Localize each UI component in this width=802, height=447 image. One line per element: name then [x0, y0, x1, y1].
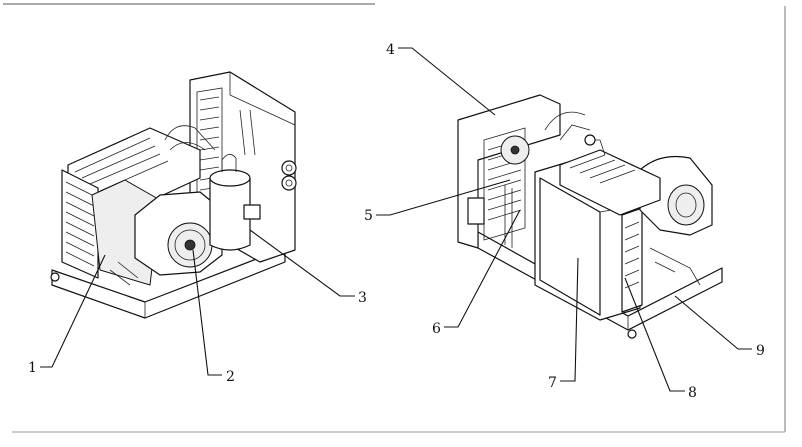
callout-label-3: 3 [358, 290, 367, 306]
right-side-coil [621, 207, 643, 313]
callout-label-4: 4 [386, 42, 395, 58]
callout-label-2: 2 [226, 369, 235, 385]
leader-line-9 [674, 295, 752, 350]
figure-frame [3, 3, 786, 433]
callout-label-9: 9 [756, 343, 765, 359]
leader-line-6 [444, 209, 521, 328]
callout-label-8: 8 [688, 385, 697, 401]
leader-line-1 [40, 254, 106, 368]
right-front-panel [539, 177, 601, 316]
left-evaporator-coil [61, 169, 99, 279]
callout-labels: 1 2 3 4 5 6 7 8 9 [28, 42, 765, 401]
right-unit-drawing [457, 94, 723, 339]
callout-label-6: 6 [432, 321, 441, 337]
leader-line-2 [192, 249, 222, 376]
leader-line-4 [398, 47, 496, 116]
callout-label-7: 7 [548, 375, 557, 391]
callout-label-5: 5 [364, 208, 373, 224]
callout-label-1: 1 [28, 360, 37, 376]
leader-lines [40, 47, 752, 392]
leader-line-3 [249, 229, 355, 297]
leader-line-7 [560, 257, 579, 382]
leader-line-8 [624, 277, 685, 392]
left-unit-drawing [50, 71, 297, 319]
leader-line-5 [376, 179, 511, 216]
right-top-housing [559, 149, 661, 216]
